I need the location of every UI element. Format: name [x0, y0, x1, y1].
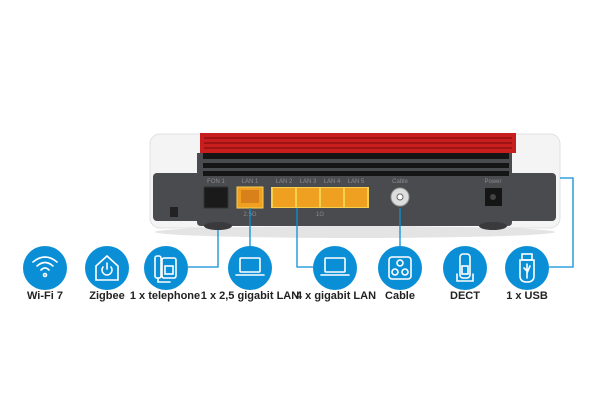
- usb-icon: [519, 253, 535, 283]
- laptop-icon: [235, 257, 265, 276]
- feature-label-telephone: 1 x telephone: [129, 290, 201, 302]
- wifi-icon: [32, 256, 58, 278]
- lan-port-3: [297, 188, 319, 207]
- lan-port-group: [271, 187, 369, 208]
- port-label: Cable: [392, 179, 408, 185]
- lan25-circle: [228, 246, 272, 290]
- router-device: FON 1 LAN 1 LAN 2 LAN 3 LAN 4 LAN 5 Cabl…: [149, 133, 561, 230]
- vent: [203, 153, 509, 159]
- lan-port-2: [273, 188, 295, 207]
- port-label: LAN 3: [300, 179, 317, 185]
- feature-label-lan: 4 x gigabit LAN: [295, 290, 377, 302]
- telephone-icon: [154, 255, 177, 283]
- connector-lines: [188, 177, 574, 268]
- fon-port: [203, 186, 229, 209]
- vent: [203, 171, 509, 176]
- vent: [203, 163, 509, 168]
- feature-label-zigbee: Zigbee: [89, 290, 125, 302]
- port-label: LAN 1: [242, 179, 259, 185]
- telephone-circle: [144, 246, 188, 290]
- port-label: LAN 4: [324, 179, 341, 185]
- coax-cable-icon: [388, 256, 412, 280]
- feature-label-usb: 1 x USB: [506, 290, 548, 302]
- laptop-icon: [320, 257, 350, 276]
- smart-home-power-icon: [95, 254, 119, 281]
- dect-handset-icon: [456, 253, 474, 282]
- feature-label-wifi: Wi-Fi 7: [27, 290, 63, 302]
- router-shadow: [155, 226, 555, 238]
- cable-circle: [378, 246, 422, 290]
- lan-circle: [313, 246, 357, 290]
- port-label: LAN 5: [348, 179, 365, 185]
- feature-label-cable: Cable: [385, 290, 415, 302]
- feature-label-dect: DECT: [450, 290, 480, 302]
- port-label: LAN 2: [276, 179, 293, 185]
- lan-port-4: [321, 188, 343, 207]
- port-label: Power: [484, 179, 501, 185]
- router-right-foot: [508, 173, 556, 221]
- port-label: FON 1: [207, 179, 225, 185]
- router-left-foot: [153, 173, 203, 221]
- feature-label-lan25: 1 x 2,5 gigabit LAN: [200, 290, 300, 302]
- kensington-slot: [170, 207, 178, 217]
- speed-label: 1G: [316, 212, 324, 218]
- dect-circle: [443, 246, 487, 290]
- lan-port-5: [345, 188, 367, 207]
